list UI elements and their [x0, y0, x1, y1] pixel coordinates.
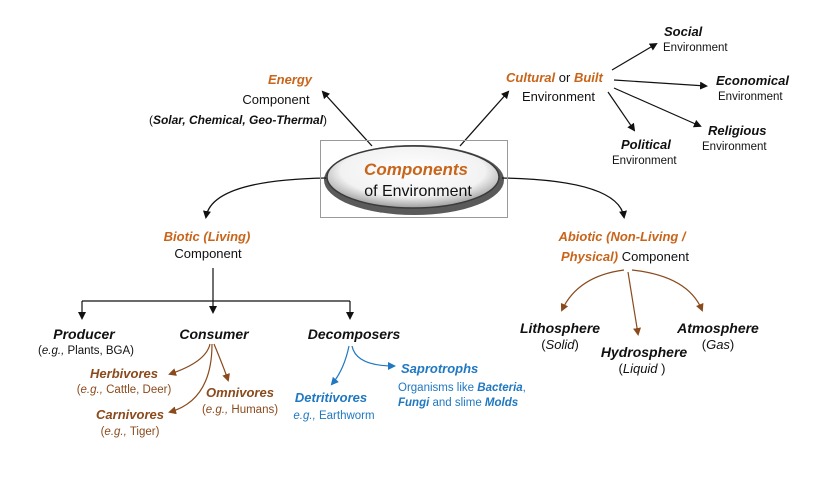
cultural-or: or — [558, 70, 571, 85]
abiotic-line2: Physical) Component — [561, 249, 689, 265]
detritivores-detail: e.g., Earthworm — [293, 408, 374, 424]
arrow-to-saprotrophs — [351, 345, 396, 370]
arrow-to-lithosphere — [560, 269, 625, 312]
religious-sub: Environment — [702, 141, 767, 153]
saprotrophs-and: and slime — [432, 397, 482, 409]
center-frame — [320, 140, 508, 218]
energy-detail: (Solar, Chemical, Geo-Thermal) — [149, 112, 327, 128]
omnivores-paren: ( — [201, 404, 206, 416]
lithosphere-open: ( — [541, 337, 546, 352]
center-ellipse — [326, 145, 500, 209]
saprotrophs-comma: , — [522, 382, 526, 394]
saprotrophs-line1: Organisms like Bacteria, — [398, 380, 526, 396]
lithosphere-sub: (Solid) — [541, 337, 579, 353]
herbivores-title: Herbivores — [90, 366, 158, 381]
saprotrophs-title: Saprotrophs — [401, 361, 479, 376]
cultural-word2: Built — [573, 70, 603, 85]
lithosphere-close: ) — [574, 337, 579, 352]
detritivores-detail-text: Earthworm — [318, 410, 375, 422]
economical-sub: Environment — [718, 91, 783, 103]
political-sub: Environment — [612, 155, 677, 167]
saprotrophs-molds: Molds — [484, 397, 519, 409]
omnivores-detail-text: Humans) — [231, 404, 279, 416]
producer-detail-text: Plants, BGA) — [67, 345, 134, 357]
energy-paren-close: ) — [323, 113, 328, 127]
atmosphere-close: ) — [729, 337, 735, 352]
arrow-to-hydrosphere — [627, 271, 641, 336]
arrow-to-religious — [613, 87, 702, 128]
carnivores-paren: ( — [100, 426, 105, 438]
arrow-to-social — [611, 42, 658, 71]
biotic-title: Biotic (Living) — [163, 229, 251, 244]
omnivores-detail: (e.g., Humans) — [202, 402, 278, 418]
producer-title: Producer — [53, 326, 115, 342]
atmosphere-title: Atmosphere — [677, 320, 759, 336]
abiotic-title: Abiotic (Non-Living / — [558, 229, 686, 244]
arrow-to-detritivores — [330, 345, 350, 386]
carnivores-title: Carnivores — [96, 407, 164, 422]
saprotrophs-fungi: Fungi — [398, 397, 430, 409]
arrow-to-energy — [321, 90, 373, 147]
energy-paren-open: ( — [148, 113, 153, 127]
carnivores-detail: (e.g., Tiger) — [101, 424, 160, 440]
center-subtitle: of Environment — [364, 183, 472, 200]
detritivores-eg: e.g., — [293, 410, 316, 422]
arrow-to-economical — [613, 79, 708, 90]
lithosphere-title: Lithosphere — [519, 320, 601, 336]
biotic-sub: Component — [174, 246, 242, 261]
decomposers-title: Decomposers — [307, 326, 401, 342]
atmosphere-open: ( — [701, 337, 707, 352]
saprotrophs-line2: Fungi and slime Molds — [398, 395, 518, 411]
social-title: Social — [664, 24, 703, 39]
abiotic-sub: Component — [621, 249, 689, 264]
arrow-to-abiotic — [501, 177, 627, 219]
cultural-word1: Cultural — [506, 70, 556, 85]
hydrosphere-title: Hydrosphere — [600, 344, 688, 360]
omnivores-title: Omnivores — [206, 385, 274, 400]
herbivores-paren: ( — [76, 384, 81, 396]
hydrosphere-close: ) — [657, 361, 666, 376]
consumer-title: Consumer — [179, 326, 249, 342]
lithosphere-state: Solid — [545, 337, 575, 352]
producer-detail: (e.g., Plants, BGA) — [38, 343, 134, 359]
economical-title: Economical — [716, 73, 789, 88]
cultural-environment: Environment — [522, 89, 595, 104]
arrow-to-political — [607, 91, 636, 132]
energy-component: Component — [242, 92, 310, 107]
social-sub: Environment — [663, 42, 728, 54]
religious-title: Religious — [708, 123, 767, 138]
saprotrophs-organisms: Organisms like — [398, 382, 475, 394]
carnivores-eg: e.g., — [104, 426, 127, 438]
political-title: Political — [621, 137, 671, 152]
carnivores-detail-text: Tiger) — [129, 426, 160, 438]
arrow-to-atmosphere — [631, 269, 704, 312]
herbivores-detail: (e.g., Cattle, Deer) — [77, 382, 172, 398]
omnivores-eg: e.g., — [205, 404, 229, 416]
center-title: Components — [364, 160, 468, 179]
producer-paren: ( — [38, 345, 42, 357]
hydrosphere-open: ( — [618, 361, 623, 376]
herbivores-eg: e.g., — [80, 384, 103, 396]
arrow-to-carnivores — [168, 343, 213, 415]
atmosphere-sub: (Gas) — [702, 337, 735, 353]
energy-detail-text: Solar, Chemical, Geo-Thermal — [152, 113, 324, 127]
detritivores-title: Detritivores — [294, 390, 368, 405]
abiotic-physical: Physical) — [561, 249, 619, 264]
arrow-to-herbivores — [168, 343, 211, 376]
arrow-to-omnivores — [213, 343, 230, 382]
saprotrophs-bacteria: Bacteria — [477, 382, 523, 394]
energy-title: Energy — [267, 72, 313, 87]
cultural-title: Cultural or Built — [506, 70, 603, 86]
producer-eg: e.g., — [41, 345, 65, 357]
arrow-to-cultural — [459, 90, 510, 147]
arrow-to-biotic — [203, 177, 327, 219]
atmosphere-state: Gas — [706, 337, 730, 352]
hydrosphere-state: Liquid — [622, 361, 658, 376]
herbivores-detail-text: Cattle, Deer) — [106, 384, 172, 396]
hydrosphere-sub: (Liquid ) — [619, 361, 666, 377]
